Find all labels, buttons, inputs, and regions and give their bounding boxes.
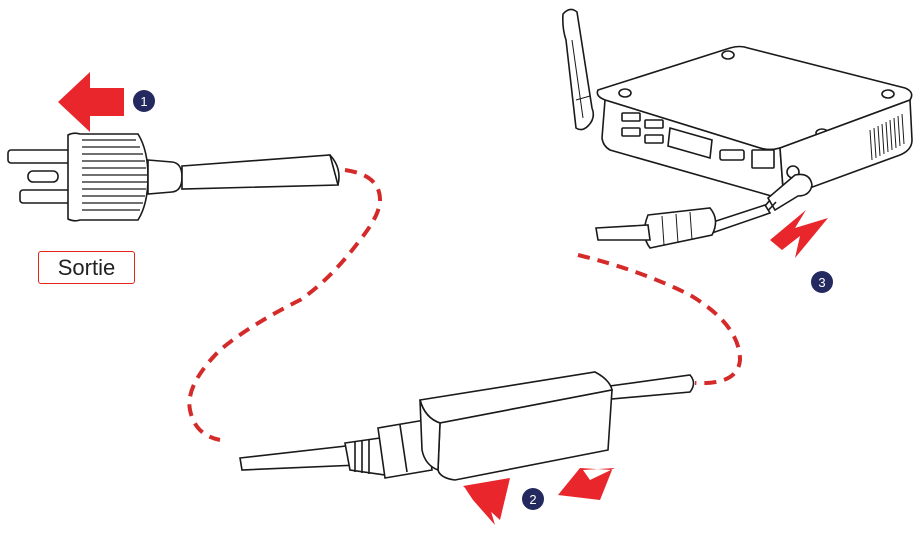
outlet-label: Sortie (38, 251, 135, 284)
ferrite-core (643, 207, 717, 249)
plug-body (67, 132, 149, 222)
adapter-input-cord (239, 444, 359, 471)
usb-port (644, 119, 664, 129)
step-badge-3: 3 (811, 271, 833, 293)
ethernet-port (751, 149, 775, 169)
step-badge-2: 2 (522, 488, 544, 510)
power-plug (7, 132, 340, 222)
dc-cable (709, 204, 772, 235)
dc-plug (766, 173, 813, 212)
mini-pc (562, 8, 913, 249)
usb-port (621, 112, 641, 122)
dashed-cord-right (577, 253, 743, 386)
adapter-output-cord (593, 374, 695, 401)
plug-ground-pin (27, 170, 59, 183)
pc-vents (869, 113, 905, 161)
dvi-port (667, 126, 713, 160)
plug-strain-relief (147, 159, 183, 195)
dc-cable-tail (595, 224, 651, 241)
plug-cord (181, 154, 340, 190)
cord-dashed-lines (187, 168, 743, 442)
arrow-left-icon (58, 72, 124, 132)
adapter-left-face (419, 399, 441, 472)
usb-port (644, 134, 664, 144)
arrow-down-left-icon (558, 468, 615, 500)
power-adapter (239, 371, 695, 481)
adapter-input-plug (344, 437, 386, 476)
red-arrows (58, 72, 828, 525)
hdmi-port (719, 149, 745, 161)
step-badge-1: 1 (133, 90, 155, 112)
arrow-up-right-icon (463, 478, 510, 525)
adapter-c13-connector (377, 419, 433, 479)
usb-port (621, 127, 641, 137)
dashed-cord-left (187, 168, 383, 442)
antenna (562, 8, 595, 131)
plug-prong-top (7, 149, 71, 164)
plug-ribs (82, 139, 147, 211)
plug-prong-bottom (19, 189, 71, 204)
arrow-down-left-icon-pc (770, 210, 828, 258)
